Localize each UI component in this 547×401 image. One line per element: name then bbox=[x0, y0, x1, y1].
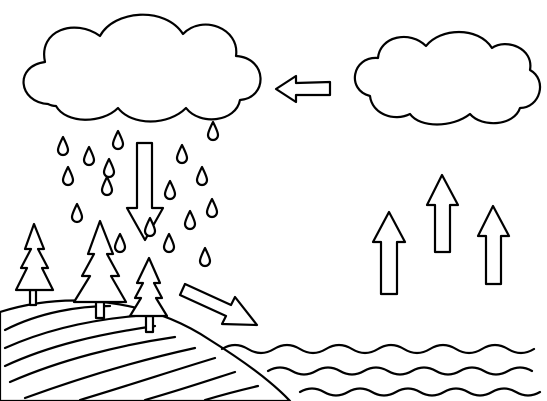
raindrop bbox=[195, 165, 209, 187]
evaporation-arrow bbox=[476, 204, 511, 286]
water-waves bbox=[220, 343, 542, 397]
raindrop bbox=[100, 175, 114, 197]
pine-tree-right bbox=[128, 256, 169, 334]
raindrop bbox=[102, 157, 116, 179]
raindrops bbox=[56, 120, 220, 268]
wave-row bbox=[298, 387, 542, 397]
raindrop bbox=[163, 179, 177, 201]
raindrop bbox=[198, 246, 212, 268]
raindrop bbox=[70, 202, 84, 224]
raindrop bbox=[61, 165, 75, 187]
raindrop bbox=[206, 120, 220, 142]
raindrop bbox=[162, 232, 176, 254]
raindrop bbox=[111, 129, 125, 151]
small-cloud bbox=[353, 30, 541, 126]
raindrop bbox=[205, 197, 219, 219]
wave-row bbox=[266, 366, 534, 376]
pine-tree-left bbox=[14, 222, 55, 307]
raindrop bbox=[113, 232, 127, 254]
arrow-rain-down bbox=[125, 141, 165, 242]
evaporation-arrow bbox=[425, 173, 460, 254]
raindrop bbox=[143, 216, 157, 238]
arrow-toward-rain-cloud bbox=[274, 74, 332, 104]
raindrop bbox=[56, 135, 70, 157]
raindrop bbox=[82, 145, 96, 167]
hill-hatching bbox=[3, 304, 260, 401]
water-surface bbox=[220, 343, 536, 355]
raindrop bbox=[175, 143, 189, 165]
arrow-runoff-to-water bbox=[178, 282, 259, 327]
evaporation-arrow bbox=[371, 210, 407, 296]
rain-cloud bbox=[22, 13, 262, 123]
pine-tree-middle bbox=[72, 219, 128, 320]
raindrop bbox=[183, 209, 197, 231]
